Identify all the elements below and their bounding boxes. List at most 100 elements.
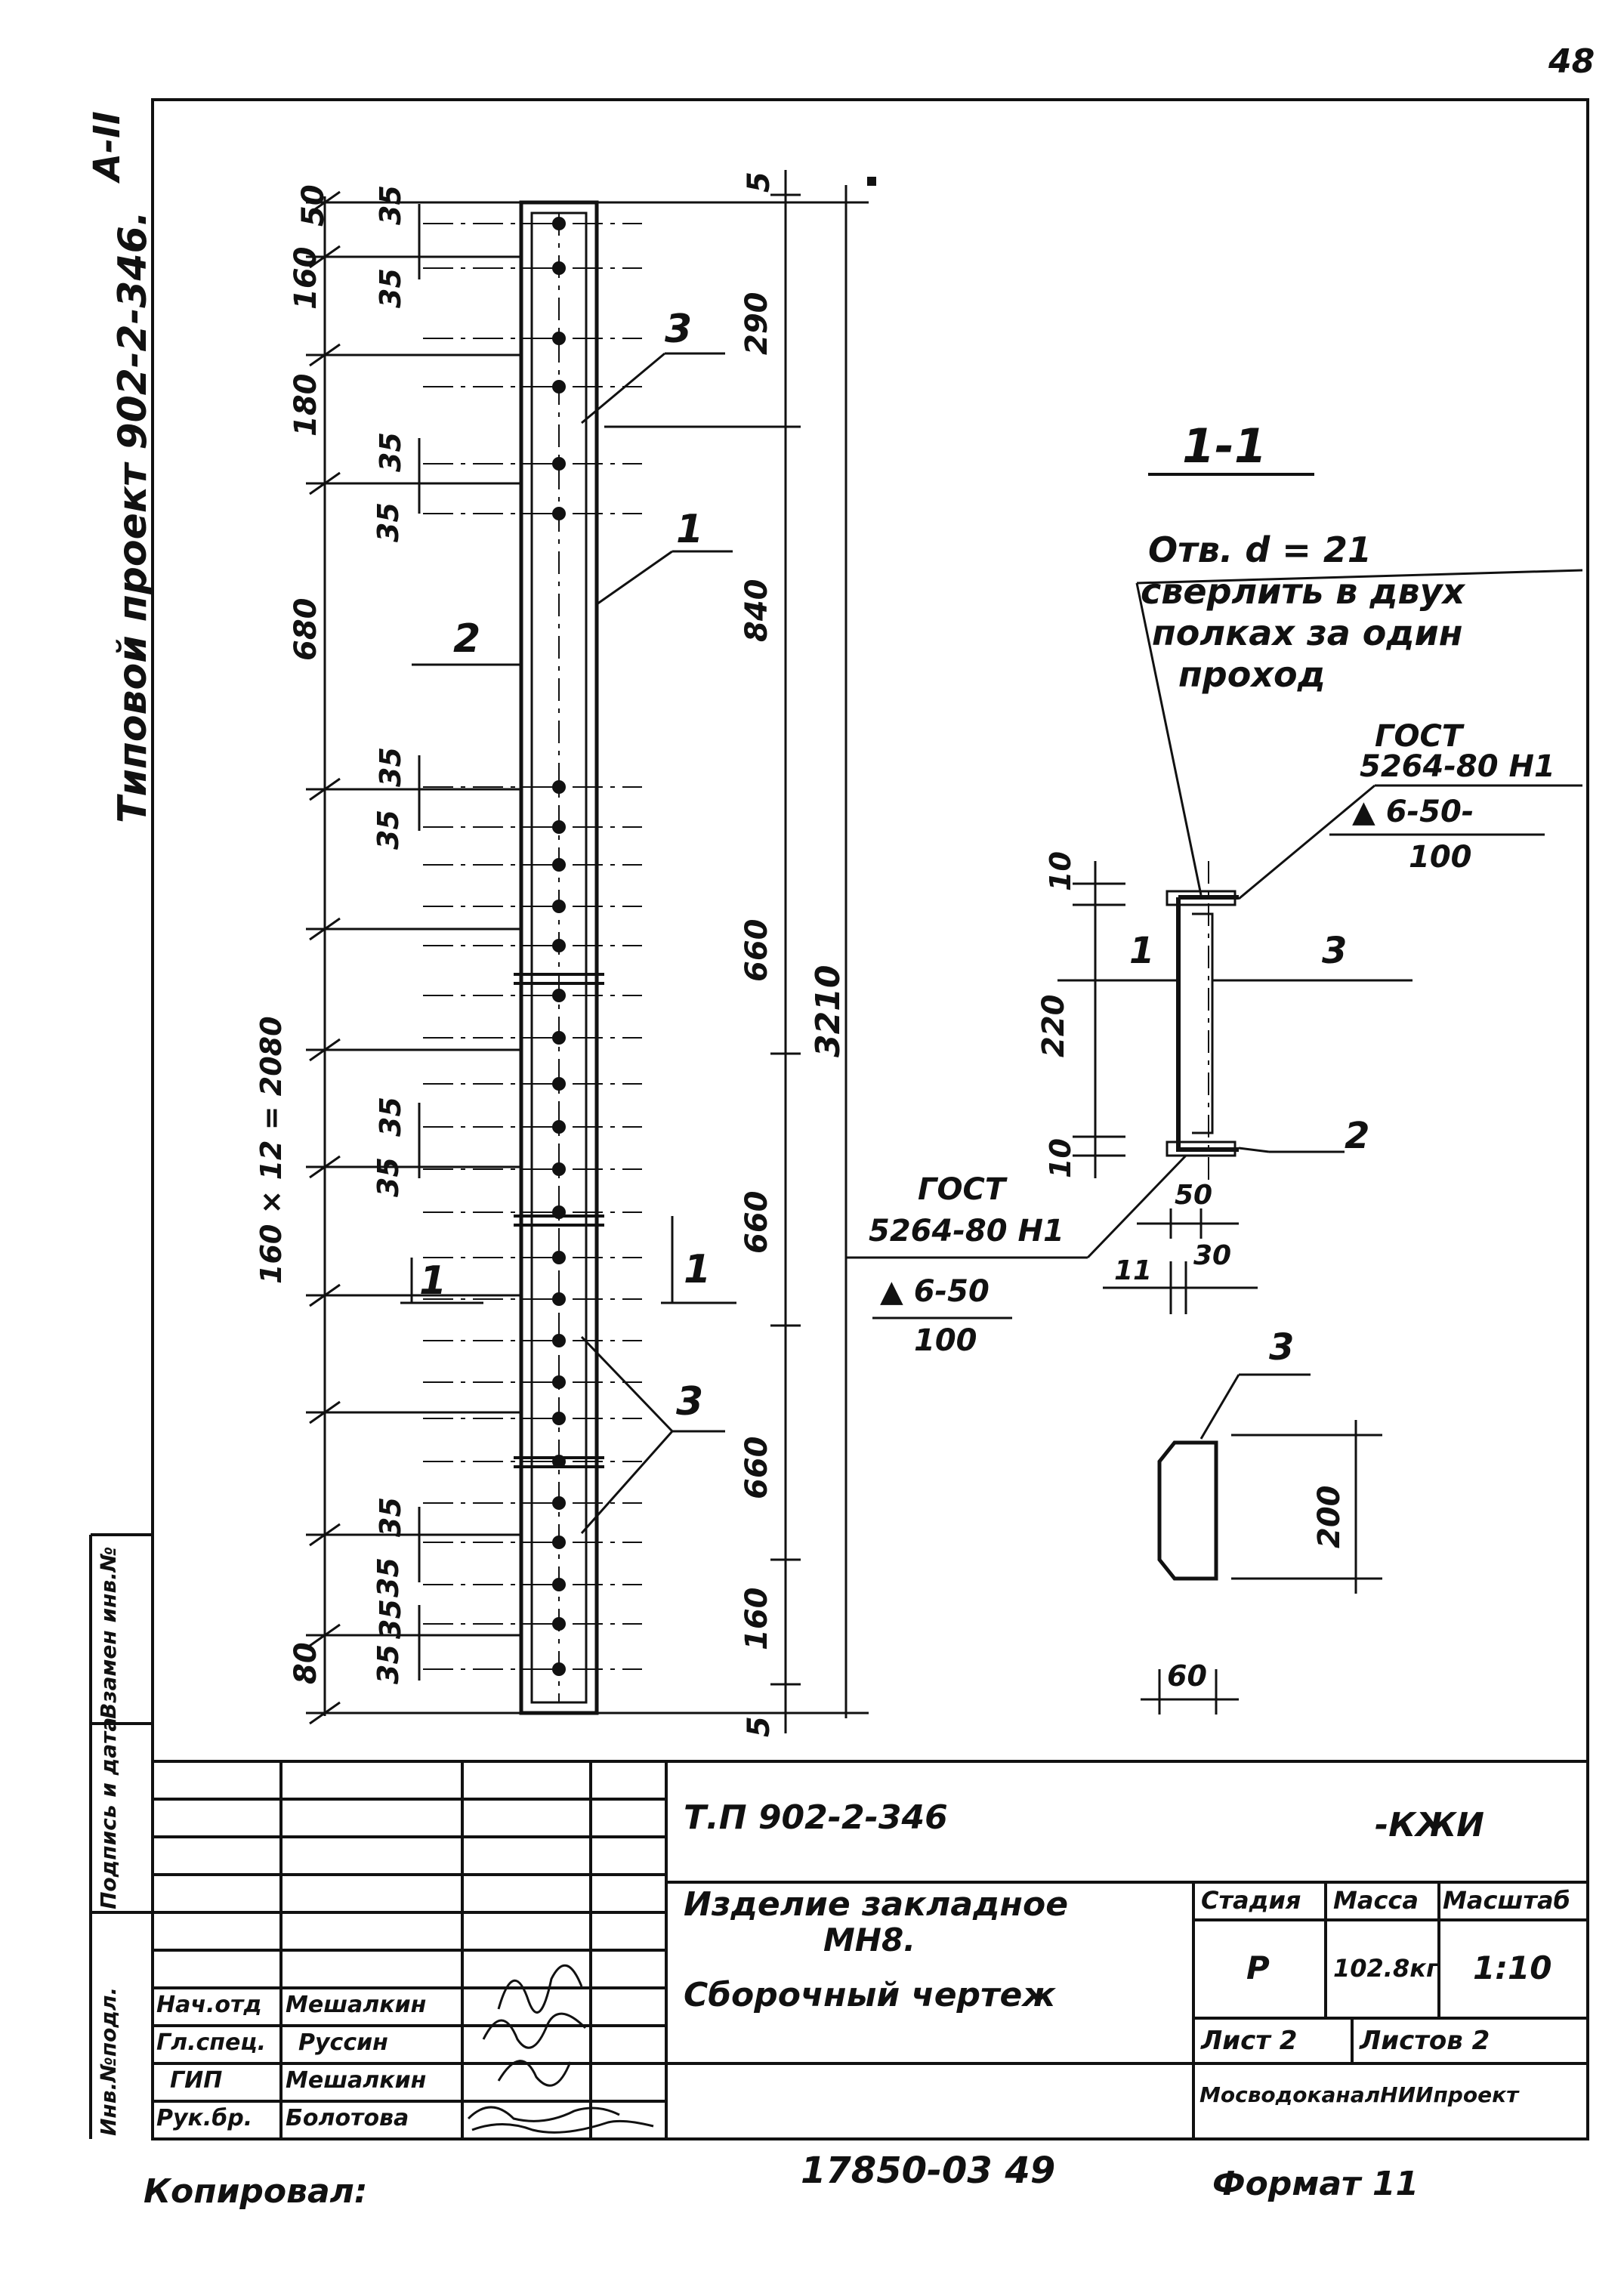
tb-scale-header: Масштаб bbox=[1443, 1886, 1570, 1915]
dim-left-35: 35 bbox=[372, 1557, 405, 1597]
hole-mark bbox=[552, 1162, 566, 1176]
section-1-1 bbox=[846, 473, 1583, 1319]
tb-scale: 1:10 bbox=[1473, 1949, 1552, 1986]
tb-mass: 102.8кг bbox=[1333, 1954, 1439, 1983]
hole-mark bbox=[552, 1455, 566, 1468]
part-label-1: 1 bbox=[676, 507, 704, 552]
part-3-detail bbox=[1141, 1373, 1382, 1715]
weld-bottom-std: ГОСТ bbox=[918, 1172, 1006, 1207]
plan-leaders bbox=[400, 352, 736, 1534]
hole-mark bbox=[552, 1077, 566, 1091]
outer-frame bbox=[151, 98, 1589, 2140]
hole-mark bbox=[552, 1496, 566, 1510]
cut-mark-right: 1 bbox=[684, 1247, 712, 1292]
tb-name: Мешалкин bbox=[286, 2067, 427, 2094]
weld-bottom-size: ▲ 6-50 bbox=[880, 1274, 990, 1309]
hole-mark bbox=[552, 1662, 566, 1676]
hole-mark bbox=[552, 380, 566, 394]
tb-name: Болотова bbox=[286, 2105, 409, 2131]
dim-right-5-bottom: 5 bbox=[742, 1716, 776, 1737]
hole-mark bbox=[552, 989, 566, 1002]
dim-left-35: 35 bbox=[372, 502, 405, 542]
hole-mark bbox=[552, 1375, 566, 1389]
hole-mark bbox=[552, 261, 566, 275]
tb-sheet: Лист 2 bbox=[1201, 2026, 1298, 2056]
corner-mark: А-II bbox=[86, 111, 128, 181]
part3-dim-200: 200 bbox=[1312, 1485, 1347, 1549]
hole-mark bbox=[552, 939, 566, 952]
hole-mark bbox=[552, 507, 566, 520]
dim-left-35: 35 bbox=[374, 185, 407, 225]
section-label-3: 3 bbox=[1322, 930, 1348, 972]
weld-bottom-code: 5264-80 Н1 bbox=[869, 1214, 1064, 1248]
hole-mark bbox=[552, 332, 566, 345]
hole-mark bbox=[552, 457, 566, 471]
tb-mass-header: Масса bbox=[1333, 1886, 1419, 1915]
dim-left-2080: 160 × 12 = 2080 bbox=[255, 1016, 288, 1284]
dim-right-660: 660 bbox=[739, 1436, 774, 1500]
part3-label: 3 bbox=[1269, 1326, 1295, 1369]
tb-doc-code: -КЖИ bbox=[1375, 1806, 1484, 1844]
tb-role: Нач.отд bbox=[156, 1992, 262, 2018]
section-label-1: 1 bbox=[1129, 930, 1155, 972]
left-dimension-chain bbox=[323, 196, 421, 1716]
section-dim-10-bottom: 10 bbox=[1044, 1138, 1077, 1178]
hole-mark bbox=[552, 1205, 566, 1219]
hole-mark bbox=[552, 858, 566, 872]
weld-top-code: 5264-80 Н1 bbox=[1360, 749, 1555, 784]
hole-mark bbox=[552, 820, 566, 834]
hole-mark bbox=[552, 1251, 566, 1264]
dim-right-660: 660 bbox=[739, 918, 774, 983]
cut-mark-left: 1 bbox=[419, 1258, 447, 1304]
hole-mark bbox=[552, 1292, 566, 1306]
tb-item-title: Изделие закладное bbox=[684, 1885, 1069, 1924]
bottom-copied: Копировал: bbox=[144, 2172, 368, 2211]
tb-project-code: Т.П 902-2-346 bbox=[684, 1798, 948, 1837]
tb-item-mark: МН8. bbox=[823, 1921, 916, 1958]
dim-left-35: 35 bbox=[374, 1097, 407, 1137]
part-label-3-bottom: 3 bbox=[676, 1379, 704, 1424]
side-project-label: Типовой проект 902-2-346. bbox=[110, 211, 156, 823]
stamp-sign-date: Подпись и дата bbox=[96, 1717, 121, 1909]
dim-left-35: 35 bbox=[374, 1599, 407, 1639]
section-dim-11: 11 bbox=[1114, 1255, 1153, 1286]
dim-left-35: 35 bbox=[374, 268, 407, 308]
hole-mark bbox=[552, 1412, 566, 1425]
weld-top-std: ГОСТ bbox=[1375, 719, 1463, 754]
tb-doc-type: Сборочный чертеж bbox=[684, 1976, 1056, 2014]
signatures bbox=[467, 1964, 654, 2134]
dim-right-840: 840 bbox=[739, 579, 774, 643]
dim-left-35: 35 bbox=[374, 432, 407, 472]
hole-mark bbox=[552, 1031, 566, 1045]
dimension-ticks bbox=[306, 190, 521, 1725]
tb-stage-header: Стадия bbox=[1201, 1886, 1301, 1915]
tb-role: Рук.бр. bbox=[156, 2105, 253, 2131]
dim-left-180: 180 bbox=[289, 373, 323, 437]
tb-organization: МосводоканалНИИпроект bbox=[1199, 2082, 1519, 2107]
bottom-number: 17850-03 49 bbox=[801, 2150, 1056, 2192]
dim-right-3210: 3210 bbox=[809, 965, 848, 1057]
tb-role: Гл.спец. bbox=[156, 2029, 266, 2056]
tb-name: Мешалкин bbox=[286, 1992, 427, 2018]
hole-mark bbox=[552, 1120, 566, 1134]
stamp-replace-inv: Взамен инв.№ bbox=[96, 1546, 121, 1719]
section-dim-220: 220 bbox=[1036, 994, 1071, 1058]
tb-stage: Р bbox=[1246, 1949, 1270, 1986]
dim-left-35: 35 bbox=[374, 747, 407, 787]
hole-note-2: сверлить в двух bbox=[1141, 571, 1465, 612]
dim-right-5-top: 5 bbox=[742, 171, 776, 193]
weld-top-size: ▲ 6-50- bbox=[1352, 795, 1474, 829]
section-title: 1-1 bbox=[1182, 418, 1267, 474]
dim-left-35: 35 bbox=[372, 1644, 405, 1684]
dim-left-35: 35 bbox=[372, 810, 405, 850]
hole-note-3: полках за один bbox=[1152, 613, 1463, 653]
dim-left-35: 35 bbox=[372, 1157, 405, 1197]
section-dim-10-top: 10 bbox=[1044, 851, 1077, 891]
weld-top-pitch: 100 bbox=[1409, 840, 1472, 875]
dim-left-35: 35 bbox=[374, 1497, 407, 1537]
right-dimension-chain bbox=[597, 170, 869, 1733]
tb-name: Руссин bbox=[298, 2029, 388, 2056]
dim-left-160: 160 bbox=[289, 246, 323, 310]
page-number: 48 bbox=[1548, 42, 1595, 81]
dim-left-680: 680 bbox=[289, 597, 323, 662]
